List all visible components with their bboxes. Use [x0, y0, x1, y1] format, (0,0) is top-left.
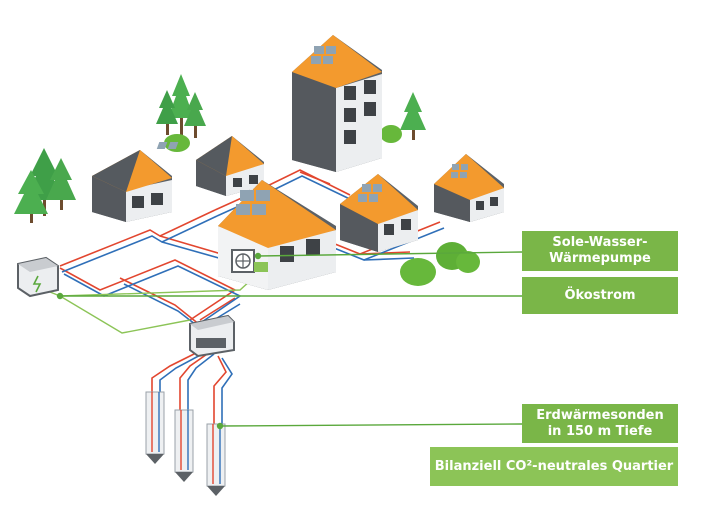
label-ground-probes: Erdwärmesonden in 150 m Tiefe — [522, 404, 678, 443]
label-co2-neutral-quarter: Bilanziell CO²-neutrales Quartier — [430, 447, 678, 486]
bush-icon — [380, 125, 402, 143]
probe-icon — [174, 409, 194, 482]
tree-group-center — [156, 74, 206, 152]
connector-dot — [56, 292, 64, 300]
tree-icon — [14, 170, 48, 223]
connector-dot — [216, 422, 224, 430]
probe-icon — [145, 391, 165, 464]
label-ground-probes-line1: Erdwärmesonden — [536, 407, 664, 423]
label-ground-probes-line2: in 150 m Tiefe — [547, 423, 653, 439]
label-heat-pump: Sole-Wasser- Wärmepumpe — [522, 231, 678, 271]
bush-group-right — [400, 242, 480, 286]
house-back-center — [156, 136, 264, 196]
house-right — [434, 154, 504, 222]
house-left — [92, 150, 172, 222]
label-heat-pump-line1: Sole-Wasser- — [552, 235, 648, 250]
label-oekostrom: Ökostrom — [522, 277, 678, 314]
power-meter-icon — [17, 256, 59, 298]
label-oekostrom-text: Ökostrom — [564, 287, 636, 303]
house-middle-right — [340, 174, 418, 252]
ground-probes — [145, 391, 226, 496]
apartment-building — [292, 35, 382, 172]
label-heat-pump-line2: Wärmepumpe — [549, 251, 651, 266]
heat-pump-icon — [231, 249, 268, 273]
tree-icon — [156, 90, 178, 135]
tree-group-left — [14, 148, 76, 223]
connector-sonden — [219, 423, 523, 427]
connector-pump — [257, 251, 523, 257]
tree-icon — [46, 158, 76, 210]
main-house — [218, 180, 336, 290]
probe-icon — [206, 423, 226, 496]
tree-group-right — [380, 92, 426, 143]
distribution-box-icon — [189, 314, 235, 358]
label-connectors — [56, 251, 523, 430]
label-co2-neutral-quarter-text: Bilanziell CO²-neutrales Quartier — [434, 458, 674, 474]
connector-dot — [254, 252, 262, 260]
tree-icon — [184, 92, 206, 138]
